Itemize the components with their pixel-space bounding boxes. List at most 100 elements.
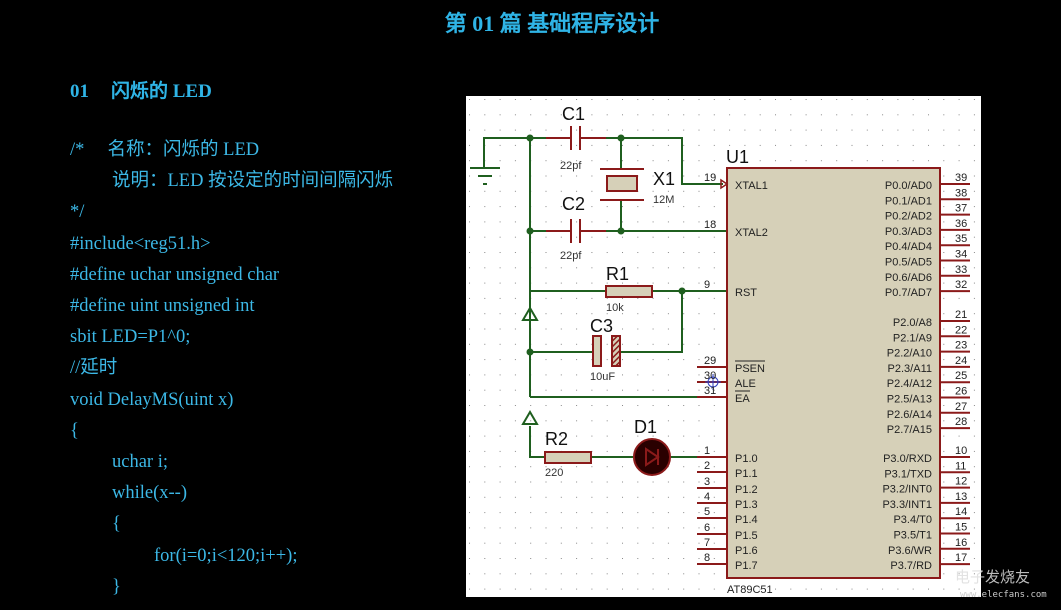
code-line: #define uint unsigned int — [70, 296, 255, 316]
pin-number: 9 — [704, 279, 710, 291]
chip-pin-left: 6P1.5 — [697, 522, 758, 542]
pin-name: P3.7/RD — [890, 560, 932, 572]
pin-name: RST — [735, 287, 757, 299]
pin-number: 19 — [704, 172, 716, 184]
pin-name: P3.0/RXD — [883, 453, 932, 465]
chip-pin-left: 3P1.2 — [697, 476, 758, 496]
power-arrow-c3 — [521, 306, 539, 328]
capacitor-c2 — [546, 219, 606, 243]
pin-name: P3.5/T1 — [893, 530, 932, 542]
pin-number: 29 — [704, 355, 716, 367]
pin-name: P1.6 — [735, 545, 758, 557]
watermark-url: www.elecfans.com — [960, 590, 1047, 600]
pin-name: P1.5 — [735, 530, 758, 542]
pin-number: 3 — [704, 476, 710, 488]
chip-pin-left: 2P1.1 — [697, 460, 758, 480]
u1-ref: U1 — [726, 147, 749, 167]
page-title: 第 01 篇 基础程序设计 — [444, 11, 660, 36]
pin-number: 13 — [955, 491, 967, 503]
pin-number: 8 — [704, 552, 710, 564]
schematic-drawing: C1 22pf C2 22pf X1 12M R1 10k C3 10uF R2… — [466, 96, 981, 597]
pin-number: 33 — [955, 264, 967, 276]
code-line: while(x--) — [112, 483, 187, 504]
pin-number: 24 — [955, 355, 967, 367]
code-line: { — [112, 514, 121, 535]
pin-name: P2.7/A15 — [887, 424, 932, 436]
power-arrow-r2 — [521, 410, 539, 425]
code-line: */ — [70, 202, 85, 223]
pin-number: 35 — [955, 233, 967, 245]
resistor-r2 — [544, 451, 592, 464]
pin-name: P0.1/AD1 — [885, 195, 932, 207]
capacitor-c3 — [592, 335, 621, 367]
pin-number: 25 — [955, 370, 967, 382]
pin-number: 22 — [955, 324, 967, 336]
code-line: { — [70, 420, 79, 441]
pin-name: XTAL2 — [735, 227, 768, 239]
pin-number: 26 — [955, 386, 967, 398]
pin-number: 39 — [955, 172, 967, 184]
pin-name: EA — [735, 393, 750, 405]
pin-name: XTAL1 — [735, 180, 768, 192]
pin-number: 23 — [955, 340, 967, 352]
pin-name: P1.4 — [735, 514, 758, 526]
pin-name: ALE — [735, 378, 756, 390]
components — [544, 126, 727, 476]
c2-ref: C2 — [562, 194, 585, 214]
r2-value: 220 — [545, 467, 563, 479]
chip-pin-left: 7P1.6 — [697, 537, 758, 557]
code-line: } — [112, 576, 121, 597]
pin-number: 34 — [955, 249, 967, 261]
x1-ref: X1 — [653, 169, 675, 189]
pin-name: P0.7/AD7 — [885, 287, 932, 299]
section-title: 闪烁的 LED — [111, 81, 212, 102]
pin-number: 36 — [955, 218, 967, 230]
pin-name: P0.2/AD2 — [885, 211, 932, 223]
pin-name: P1.7 — [735, 560, 758, 572]
pin-name: P3.4/T0 — [893, 514, 932, 526]
pin-name: P0.5/AD5 — [885, 257, 932, 269]
ale-probe-icon — [705, 374, 721, 390]
code-line: #include<reg51.h> — [70, 233, 211, 254]
circuit-schematic: C1 22pf C2 22pf X1 12M R1 10k C3 10uF R2… — [466, 96, 981, 597]
pin-number: 18 — [704, 219, 716, 231]
pin-number: 17 — [955, 552, 967, 564]
c3-value: 10uF — [590, 371, 615, 383]
pin-number: 12 — [955, 476, 967, 488]
pin-number: 28 — [955, 416, 967, 428]
led-d1 — [633, 438, 671, 476]
chip-pin-left: 8P1.7 — [697, 552, 758, 572]
u1-part: AT89C51 — [727, 584, 773, 596]
code-line: /* 名称：闪烁的 LED — [70, 140, 260, 160]
r2-ref: R2 — [545, 429, 568, 449]
code-line: for(i=0;i<120;i++); — [154, 545, 298, 566]
pin-number: 27 — [955, 401, 967, 413]
x1-value: 12M — [653, 194, 674, 206]
pin-number: 31 — [704, 385, 716, 397]
code-line: #define uchar unsigned char — [70, 264, 280, 285]
pin-name: PSEN — [735, 363, 765, 375]
c1-value: 22pf — [560, 160, 582, 172]
pin-number: 11 — [955, 460, 966, 472]
r1-ref: R1 — [606, 264, 629, 284]
code-line: 说明：LED 按设定的时间间隔闪烁 — [112, 171, 394, 192]
ground-symbol — [470, 167, 500, 185]
capacitor-c1 — [546, 126, 606, 150]
